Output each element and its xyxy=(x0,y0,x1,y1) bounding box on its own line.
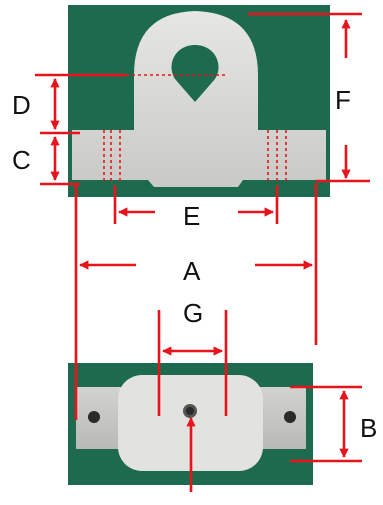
top-view-photo xyxy=(68,5,330,197)
label-c: C xyxy=(12,145,31,175)
label-g: G xyxy=(183,298,204,328)
label-a: A xyxy=(183,256,201,286)
label-f: F xyxy=(335,85,351,115)
label-d: D xyxy=(12,90,31,120)
label-e: E xyxy=(183,201,201,231)
label-b: B xyxy=(360,413,378,443)
pillow-block-front-view xyxy=(72,11,326,187)
